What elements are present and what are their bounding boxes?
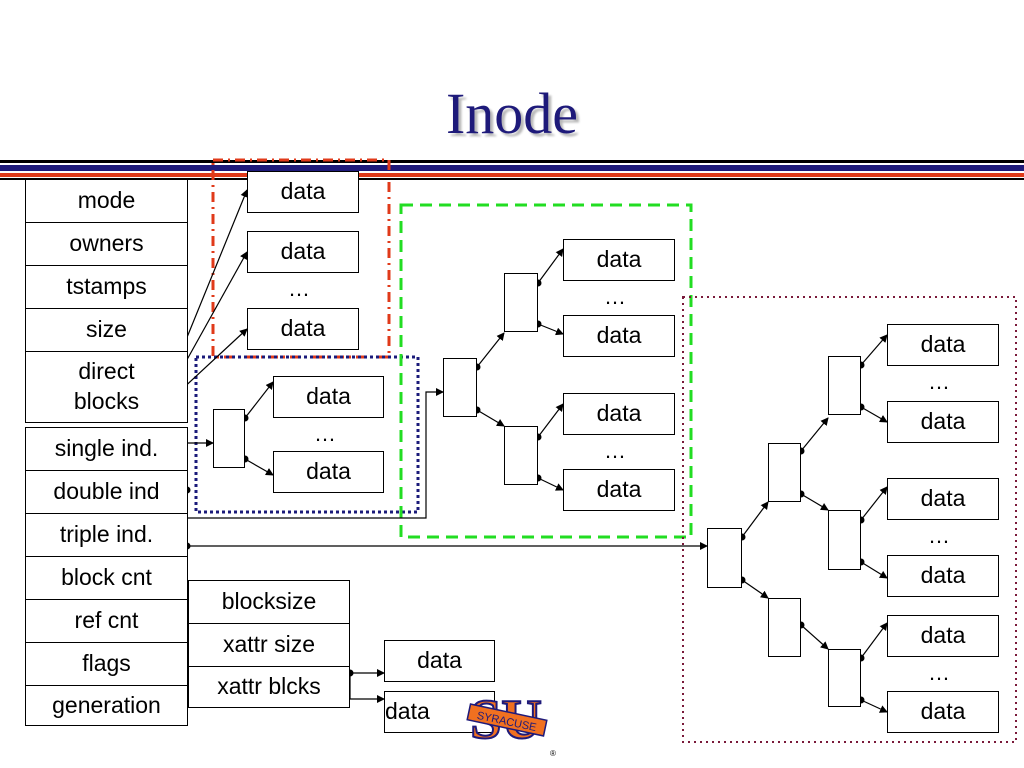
ellipsis: …: [928, 369, 950, 394]
data-block: data: [384, 640, 495, 682]
indirect-block: [504, 273, 538, 332]
inode-field-tstamps: tstamps: [25, 265, 188, 309]
inode-field-double-indirect: double ind: [25, 470, 188, 514]
ellipsis: …: [604, 438, 626, 463]
indirect-block: [768, 443, 801, 502]
data-block: data: [563, 469, 675, 511]
inode-field-ref-cnt: ref cnt: [25, 599, 188, 643]
inode-field-single-indirect: single ind.: [25, 427, 188, 471]
data-block: data: [247, 171, 359, 213]
data-block: data: [563, 315, 675, 357]
syracuse-logo: SU SYRACUSE ®: [466, 688, 556, 758]
direct-blocks-frame: [211, 158, 391, 359]
ellipsis: …: [928, 523, 950, 548]
ellipsis: …: [314, 421, 336, 446]
inode-field-generation: generation: [25, 685, 188, 726]
data-block: data: [563, 239, 675, 281]
xattr-field-blocksize: blocksize: [188, 580, 350, 624]
data-block: data: [887, 401, 999, 443]
xattr-field-blocks: xattr blcks: [188, 666, 350, 708]
data-block: data: [273, 451, 384, 493]
data-block: data: [273, 376, 384, 418]
indirect-block: [828, 356, 861, 415]
inode-field-block-cnt: block cnt: [25, 556, 188, 600]
indirect-block: [443, 358, 477, 417]
indirect-block: [828, 510, 861, 570]
inode-field-triple-indirect: triple ind.: [25, 513, 188, 557]
ellipsis: …: [604, 284, 626, 309]
data-block: data: [247, 231, 359, 273]
double-indirect-frame: [399, 203, 693, 539]
page-title: Inode: [445, 81, 579, 146]
frames: [194, 158, 1017, 743]
inode-field-size: size: [25, 308, 188, 352]
inode-field-flags: flags: [25, 642, 188, 686]
data-block: data: [887, 691, 999, 733]
data-block: data: [887, 478, 999, 520]
indirect-block: [828, 649, 861, 707]
ellipsis: …: [288, 276, 310, 301]
data-block: data: [887, 555, 999, 597]
inode-field-owners: owners: [25, 222, 188, 266]
triple-indirect-frame: [682, 296, 1017, 743]
indirect-block: [504, 426, 538, 485]
data-block: data: [247, 308, 359, 350]
data-block: data: [887, 324, 999, 366]
data-block: data: [563, 393, 675, 435]
indirect-block: [768, 598, 801, 657]
inode-field-direct-blocks: direct blocks: [25, 351, 188, 423]
logo-mark: ®: [550, 749, 556, 758]
data-block-label: data: [385, 698, 430, 725]
data-block: data: [887, 615, 999, 657]
indirect-block: [707, 528, 742, 588]
xattr-field-size: xattr size: [188, 623, 350, 667]
single-indirect-frame: [194, 355, 420, 514]
ellipsis: …: [928, 660, 950, 685]
indirect-block: [213, 409, 245, 468]
inode-field-mode: mode: [25, 179, 188, 223]
